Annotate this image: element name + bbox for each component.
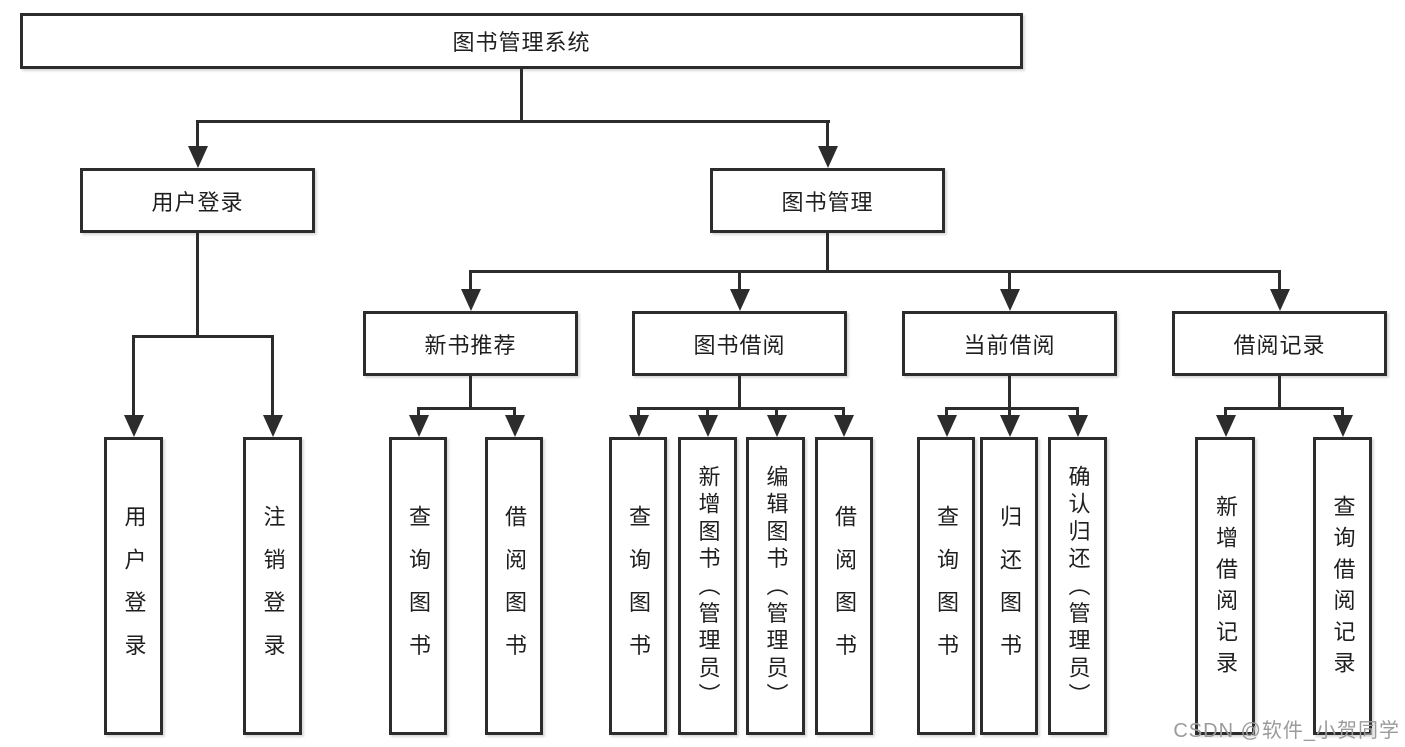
leaf-label: 查询借阅记录 [1330,494,1356,683]
node-new-book-recommend: 新书推荐 [363,311,578,376]
connector-line [1076,407,1079,417]
node-book-borrow: 图书借阅 [632,311,847,376]
connector-line [469,270,1281,273]
leaf-current-query-books: 查询图书 [917,437,975,735]
connector-line [196,120,199,150]
arrowhead-down-icon [505,415,525,437]
node-user-login: 用户登录 [80,168,315,233]
connector-line [738,376,741,409]
leaf-user-login: 用户登录 [104,437,163,735]
arrowhead-down-icon [937,415,957,437]
connector-line [706,407,709,417]
node-label: 新书推荐 [424,332,517,358]
leaf-borrow-borrow-books: 借阅图书 [815,437,873,735]
arrowhead-down-icon [1333,415,1353,437]
leaf-label: 借阅图书 [502,505,527,678]
node-label: 借阅记录 [1233,332,1326,358]
leaf-label: 借阅图书 [832,505,857,678]
arrowhead-down-icon [698,415,718,437]
arrowhead-down-icon [409,415,429,437]
arrowhead-down-icon [1000,415,1020,437]
connector-line [1008,376,1011,409]
connector-line [196,120,830,123]
arrowhead-down-icon [461,289,481,311]
arrowhead-down-icon [1270,289,1290,311]
connector-line [945,407,1079,410]
node-label: 图书管理系统 [452,30,591,55]
arrowhead-down-icon [730,289,750,311]
node-current-borrow: 当前借阅 [902,311,1117,376]
connector-line [271,335,274,417]
leaf-label: 确认归还（管理员） [1065,464,1091,711]
arrowhead-down-icon [1068,415,1088,437]
connector-line [1341,407,1344,417]
arrowhead-down-icon [629,415,649,437]
connector-line [1008,270,1011,293]
connector-line [417,407,420,417]
leaf-label: 查询图书 [934,505,959,678]
connector-line [826,231,829,272]
node-system-root: 图书管理系统 [20,13,1023,69]
connector-line [132,335,135,417]
leaf-label: 注销登录 [260,505,286,678]
connector-line [842,407,845,417]
leaf-label: 新增借阅记录 [1213,494,1238,683]
connector-line [1008,407,1011,417]
node-label: 当前借阅 [963,332,1056,358]
arrowhead-down-icon [834,415,854,437]
arrowhead-down-icon [124,415,144,437]
arrowhead-down-icon [1000,289,1020,311]
arrowhead-down-icon [1216,415,1236,437]
leaf-borrow-edit-books-admin: 编辑图书（管理员） [746,437,805,735]
connector-line [469,376,472,409]
connector-line [132,335,274,338]
csdn-watermark: CSDN @软件_小贺同学 [1173,720,1400,742]
leaf-current-confirm-return-admin: 确认归还（管理员） [1048,437,1107,735]
connector-line [637,407,640,417]
leaf-recommend-query-books: 查询图书 [389,437,447,735]
node-book-management: 图书管理 [710,168,945,233]
connector-line [1278,376,1281,409]
leaf-label: 新增图书（管理员） [695,464,721,711]
node-label: 图书管理 [781,189,874,215]
leaf-label: 查询图书 [626,505,651,678]
connector-line [738,270,741,293]
leaf-borrow-add-books-admin: 新增图书（管理员） [678,437,737,735]
arrowhead-down-icon [818,146,838,168]
connector-line [637,407,845,410]
connector-line [196,231,199,337]
connector-line [520,68,523,123]
leaf-borrow-query-books: 查询图书 [609,437,667,735]
node-label: 用户登录 [151,189,244,215]
node-label: 图书借阅 [693,332,786,358]
connector-line [513,407,516,417]
connector-line [775,407,778,417]
leaf-label: 归还图书 [997,505,1022,678]
connector-line [1278,270,1281,293]
leaf-label: 查询图书 [406,505,431,678]
leaf-current-return-books: 归还图书 [980,437,1038,735]
arrowhead-down-icon [188,146,208,168]
leaf-label: 编辑图书（管理员） [763,464,789,711]
leaf-logout: 注销登录 [243,437,302,735]
node-borrow-records: 借阅记录 [1172,311,1387,376]
connector-line [469,270,472,293]
connector-line [1224,407,1227,417]
connector-line [945,407,948,417]
leaf-recommend-borrow-books: 借阅图书 [485,437,543,735]
connector-line [1224,407,1344,410]
connector-line [826,120,829,150]
leaf-label: 用户登录 [121,505,147,678]
arrowhead-down-icon [263,415,283,437]
leaf-records-query-record: 查询借阅记录 [1313,437,1372,735]
leaf-records-add-record: 新增借阅记录 [1195,437,1255,735]
arrowhead-down-icon [767,415,787,437]
connector-line [417,407,516,410]
